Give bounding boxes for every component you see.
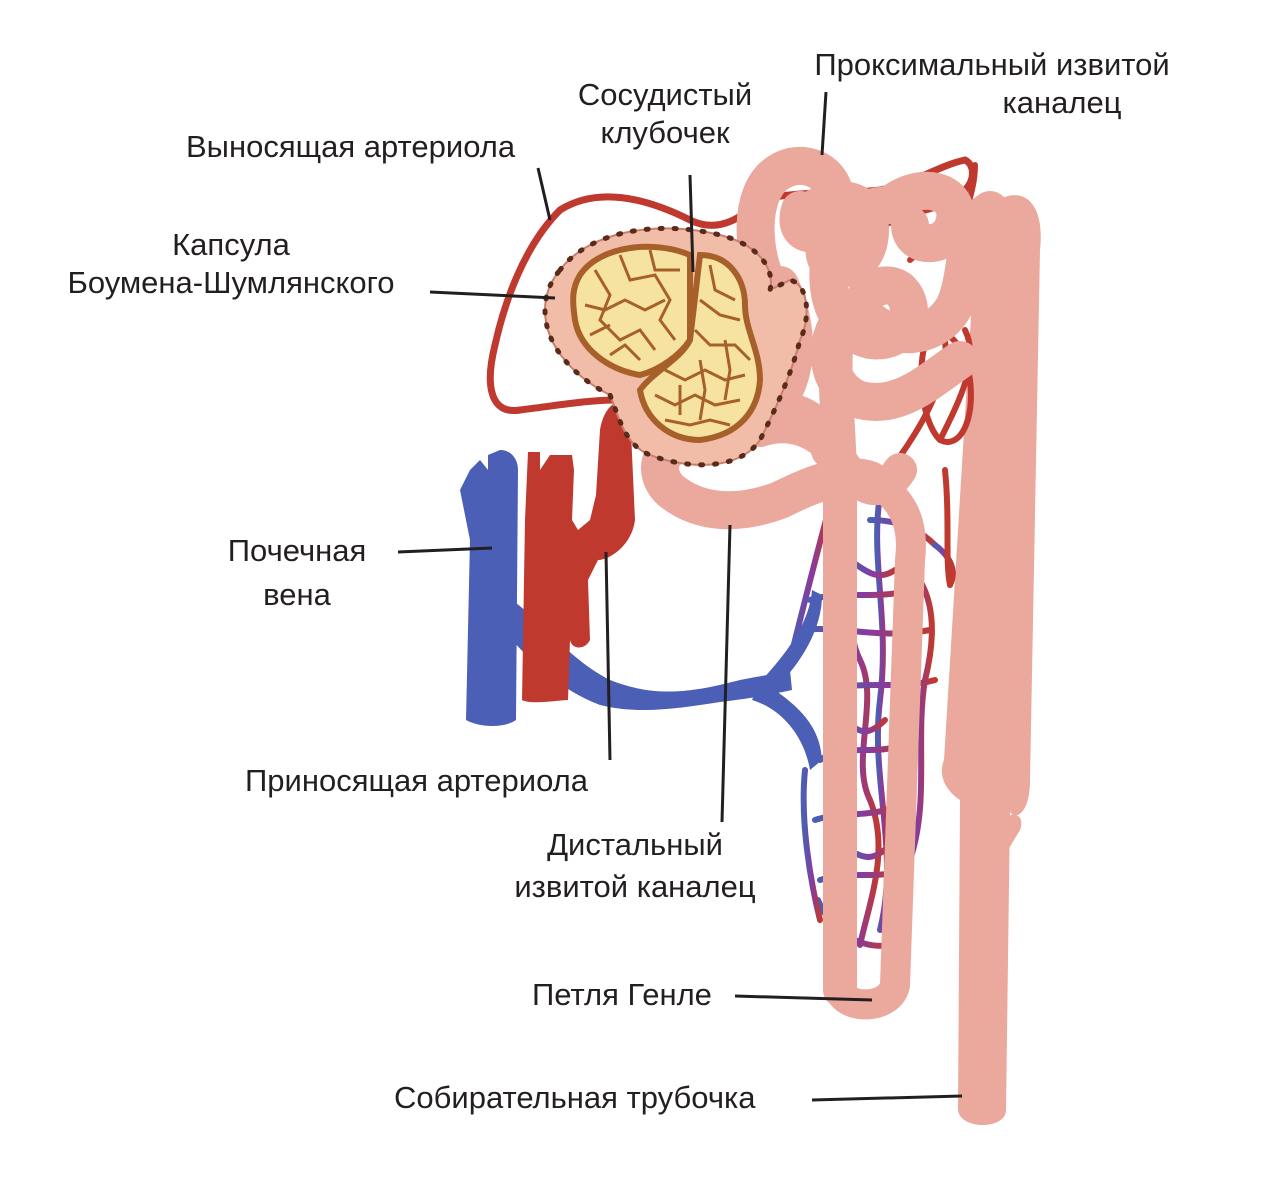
- label-proximal-line1: Проксимальный извитой: [814, 47, 1170, 82]
- label-renal-vein-line1: Почечная: [227, 533, 367, 568]
- leader-lines: [397, 91, 963, 1102]
- label-renal-vein: Почечная вена: [212, 532, 382, 614]
- glomerulus: [570, 243, 764, 444]
- leader-renal-vein: [397, 546, 493, 554]
- collecting-duct: [941, 195, 1041, 1125]
- label-capsule-line1: Капсула: [172, 227, 290, 262]
- label-distal-line2: извитой каналец: [514, 869, 756, 904]
- label-proximal-line2: каналец: [1002, 85, 1122, 120]
- label-bowman-capsule: Капсула Боумена-Шумлянского: [50, 226, 412, 302]
- label-glomerulus-line1: Сосудистый: [577, 77, 753, 112]
- leader-proximal: [820, 91, 828, 156]
- label-efferent-arteriole: Выносящая артериола: [186, 129, 516, 164]
- leader-efferent: [536, 167, 552, 221]
- label-proximal-tubule: Проксимальный извитой каналец: [792, 46, 1192, 122]
- label-glomerulus-line2: клубочек: [600, 115, 730, 150]
- label-glomerulus: Сосудистый клубочек: [560, 76, 770, 152]
- label-distal-line1: Дистальный: [547, 827, 723, 862]
- leader-capsule: [429, 290, 556, 300]
- label-capsule-line2: Боумена-Шумлянского: [67, 265, 395, 300]
- renal-artery: [522, 401, 635, 703]
- leader-henle: [734, 994, 873, 1002]
- label-renal-vein-line2: вена: [263, 577, 331, 612]
- label-afferent-arteriole: Приносящая артериола: [245, 763, 588, 798]
- label-distal-tubule: Дистальный извитой каналец: [500, 826, 770, 906]
- leader-afferent: [604, 551, 612, 761]
- label-collecting-duct: Собирательная трубочка: [394, 1080, 756, 1115]
- label-loop-of-henle: Петля Генле: [532, 977, 712, 1012]
- leader-distal: [720, 524, 732, 823]
- renal-vein: [460, 450, 822, 770]
- leader-collecting: [811, 1094, 963, 1102]
- capillary-network: [787, 492, 956, 949]
- leader-glomerulus: [688, 174, 695, 273]
